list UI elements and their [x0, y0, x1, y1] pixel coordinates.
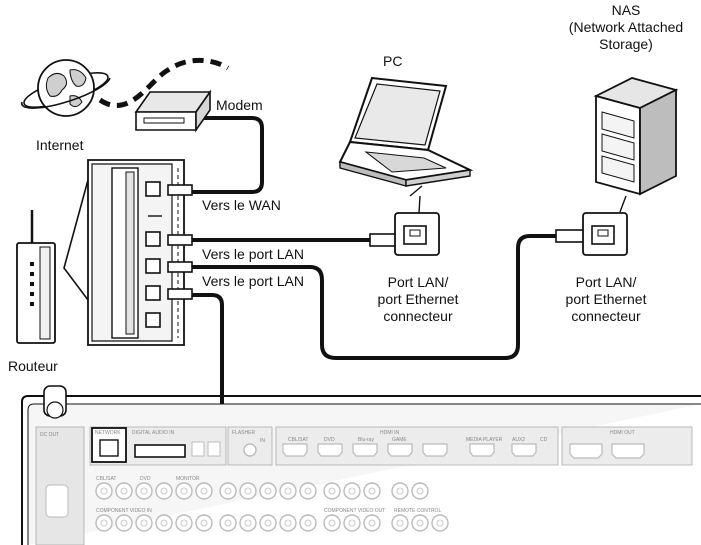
lan-plug-3: [167, 288, 193, 300]
panel-label-hdmi-1: CBL/SAT: [288, 437, 308, 443]
panel-label-hdmi-4: GAME: [392, 437, 407, 443]
label-nas-subtitle: (Network Attached: [568, 19, 684, 35]
pc-port-callout: [369, 195, 440, 256]
label-to-lan-2: Vers le port LAN: [202, 273, 304, 289]
label-to-wan: Vers le WAN: [202, 197, 281, 213]
lan-plug-1: [167, 234, 193, 246]
label-pc: PC: [383, 53, 403, 69]
router-icon: [16, 210, 56, 344]
label-pc-port-3: connecteur: [383, 308, 453, 324]
lan-port-3: [145, 285, 161, 301]
nas-icon: [593, 77, 679, 213]
panel-label-row-3: MONITOR: [176, 476, 200, 482]
label-nas-port-2: port Ethernet: [565, 291, 647, 307]
wan-port: [145, 181, 161, 197]
label-to-lan-1: Vers le port LAN: [202, 246, 304, 262]
label-internet: Internet: [36, 137, 84, 153]
nas-port-callout: [555, 212, 628, 256]
modem-cable: [192, 116, 264, 194]
receiver-rear-panel: NETWORK DIGITAL AUDIO IN FLASHER IN HDMI…: [21, 385, 701, 545]
panel-label-row-2: DVD: [140, 476, 151, 482]
internet-icon: [20, 59, 111, 117]
label-router: Routeur: [8, 358, 58, 374]
label-nas-subtitle-2: Storage): [599, 36, 653, 52]
panel-label-digital-audio-in: DIGITAL AUDIO IN: [132, 430, 175, 436]
panel-label-dc-out: DC OUT: [40, 432, 59, 438]
panel-label-flasher-in: IN: [260, 438, 265, 444]
panel-label-hdmi-3: Blu-ray: [358, 437, 374, 443]
label-nas-port-1: Port LAN/: [575, 274, 637, 290]
panel-label-hdmi-out: HDMI OUT: [610, 430, 635, 436]
label-nas-title: NAS: [611, 2, 641, 18]
router-port-panel: [63, 159, 193, 346]
lan-port-1: [145, 231, 161, 247]
panel-label-hdmi-5: MEDIA PLAYER: [466, 437, 503, 443]
internet-modem-link: [98, 57, 230, 108]
lan-plug-2: [167, 261, 193, 273]
panel-label-row-5: COMPONENT VIDEO OUT: [324, 508, 385, 514]
label-pc-port-2: port Ethernet: [377, 291, 459, 307]
wan-plug: [167, 184, 193, 196]
label-modem: Modem: [216, 97, 263, 113]
label-pc-port-1: Port LAN/: [387, 274, 449, 290]
pc-laptop-icon: [338, 76, 474, 197]
panel-label-network: NETWORK: [95, 430, 121, 436]
panel-label-hdmi-in: HDMI IN: [380, 430, 400, 436]
panel-label-hdmi-7: CD: [540, 437, 548, 443]
modem-icon: [134, 89, 212, 133]
panel-label-row-1: CBL/SAT: [96, 476, 116, 482]
panel-label-row-4: COMPONENT VIDEO IN: [96, 508, 152, 514]
lan-port-2: [145, 258, 161, 274]
nas-cable: [192, 234, 560, 360]
panel-label-row-6: REMOTE CONTROL: [394, 508, 441, 514]
lan-port-4: [145, 312, 161, 328]
panel-label-hdmi-2: DVD: [324, 437, 335, 443]
panel-label-flasher: FLASHER: [232, 430, 255, 436]
panel-label-hdmi-6: AUX2: [512, 437, 525, 443]
label-nas-port-3: connecteur: [571, 308, 641, 324]
